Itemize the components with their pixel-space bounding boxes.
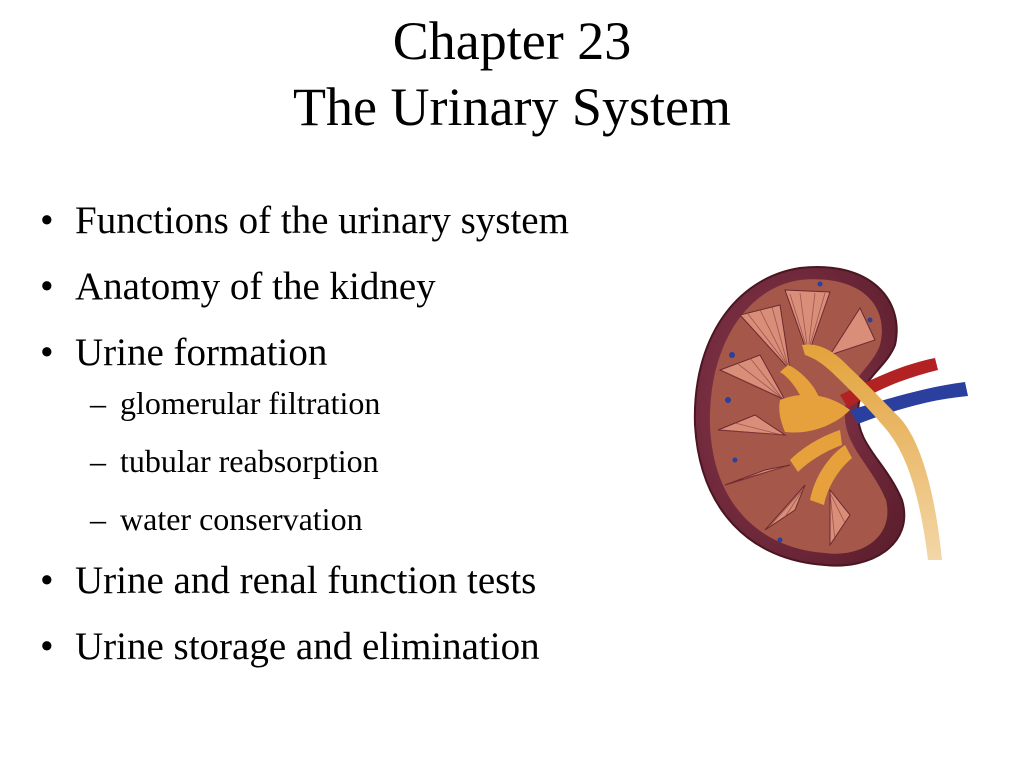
bullet-list: Functions of the urinary system Anatomy …: [40, 198, 700, 690]
sub-bullet-item: water conservation: [90, 500, 750, 538]
title-line-1: Chapter 23: [392, 11, 632, 71]
kidney-illustration: [680, 260, 980, 590]
sub-bullet-item: glomerular filtration: [90, 384, 750, 422]
bullet-item: Urine and renal function tests: [40, 558, 700, 604]
bullet-item: Anatomy of the kidney: [40, 264, 700, 310]
sub-bullet-group: glomerular filtration tubular reabsorpti…: [40, 384, 700, 538]
slide-title: Chapter 23 The Urinary System: [0, 8, 1024, 140]
title-line-2: The Urinary System: [293, 77, 731, 137]
bullet-item: Urine formation: [40, 330, 700, 376]
renal-pelvis: [802, 344, 942, 560]
sub-bullet-item: tubular reabsorption: [90, 442, 750, 480]
bullet-item: Functions of the urinary system: [40, 198, 700, 244]
bullet-item: Urine storage and elimination: [40, 624, 700, 670]
